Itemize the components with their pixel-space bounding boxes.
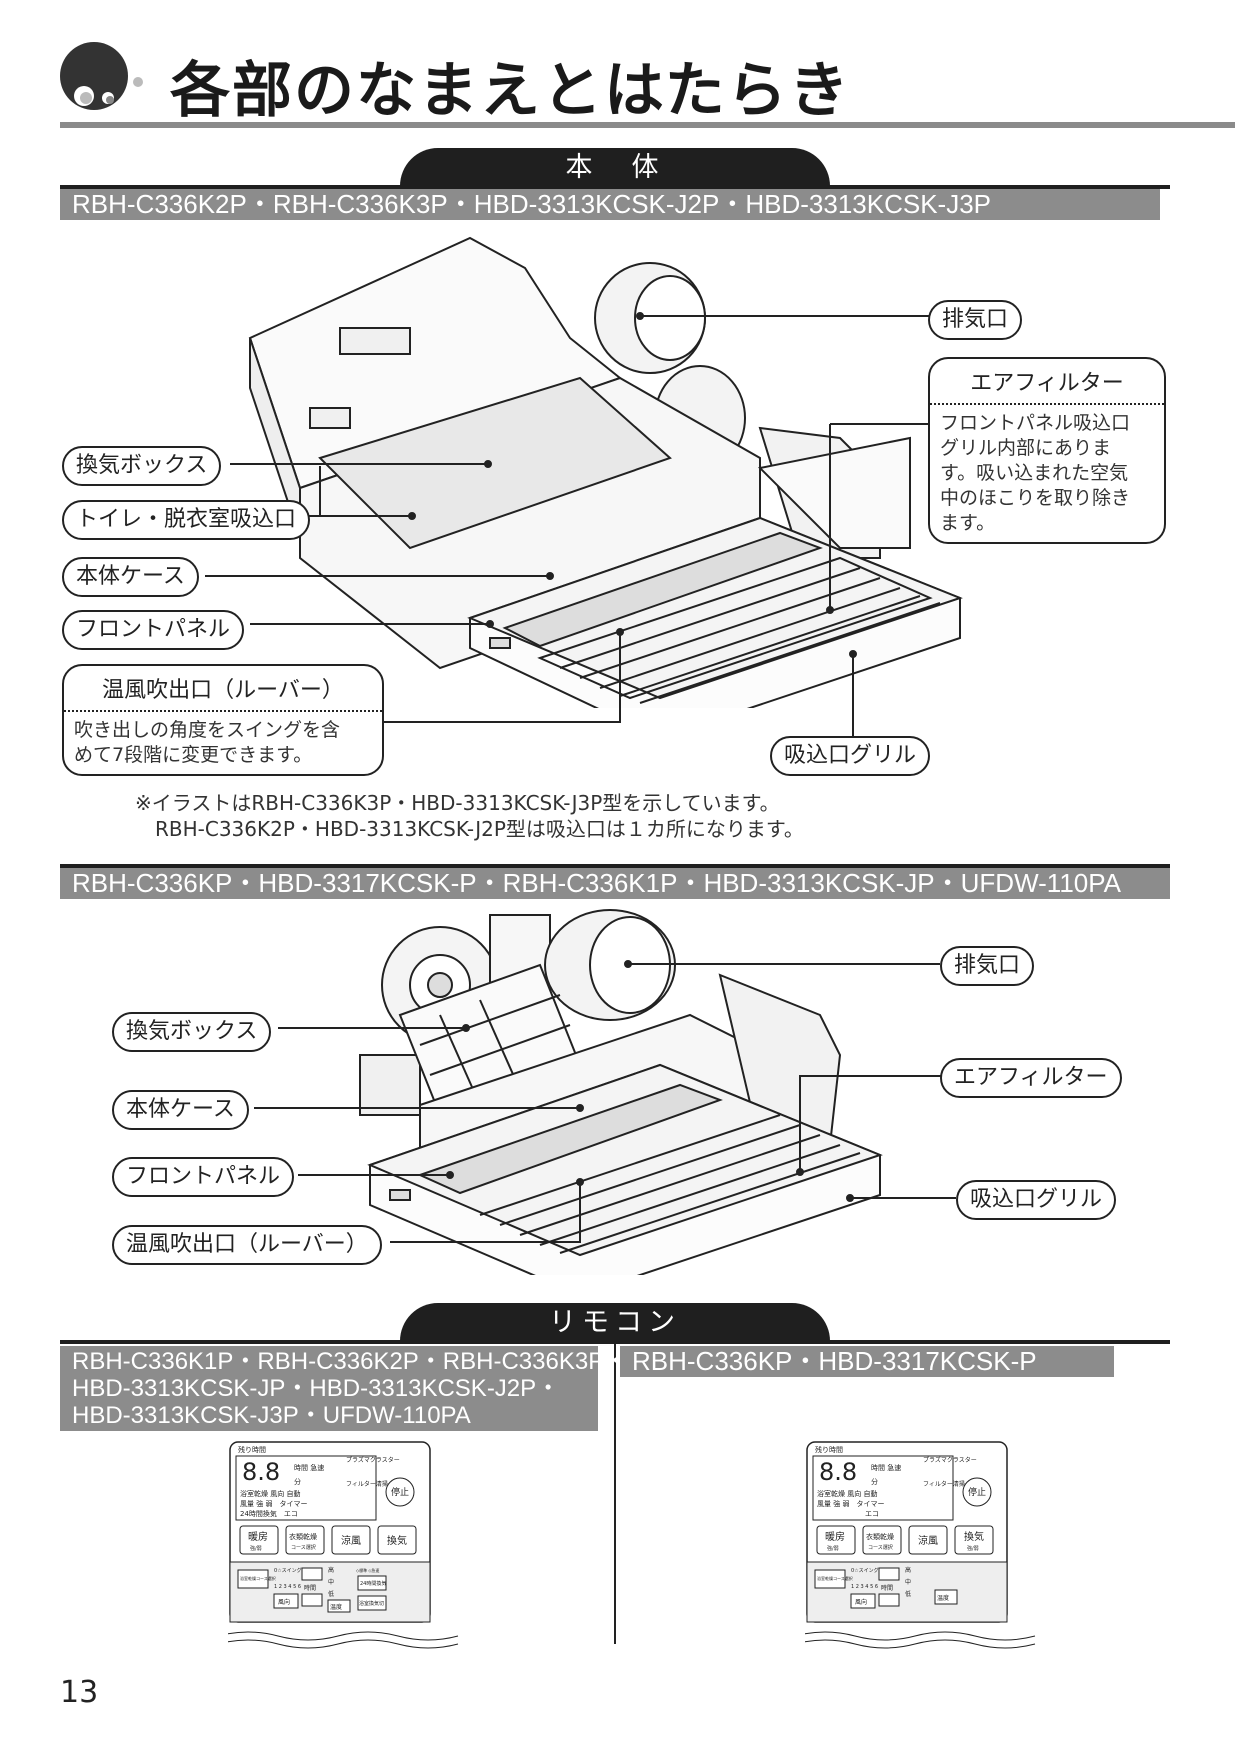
unit2-label-intake-grill: 吸込口グリル — [956, 1180, 1117, 1220]
remote-economy: 24時間換気 — [360, 1580, 386, 1587]
remote-left-models: RBH-C336K1P・RBH-C336K2P・RBH-C336K3P・ HBD… — [60, 1346, 629, 1431]
remote-level-low: 低 — [328, 1590, 334, 1598]
remote-bottom-b: 浴室換気切 — [359, 1600, 384, 1607]
remote-time-label: 時間 — [304, 1584, 316, 1592]
unit1-label-front-panel: フロントパネル — [62, 610, 245, 650]
page-number: 13 — [60, 1675, 99, 1710]
unit2-label-air-filter: エアフィルター — [940, 1058, 1122, 1098]
remote-vent-sub: 強/弱 — [967, 1545, 979, 1552]
remote-plasma-label: プラズマクラスター — [923, 1456, 977, 1464]
remote-row3: 浴室乾燥 風向 自動 — [817, 1489, 877, 1498]
section-rule-2 — [60, 864, 1170, 868]
unit1-label-case: 本体ケース — [62, 557, 199, 597]
model-bar-unit1: RBH-C336K2P・RBH-C336K3P・HBD-3313KCSK-J2P… — [60, 189, 1160, 220]
remote-dry-button: 衣類乾燥 — [866, 1532, 894, 1541]
remote-level-high: 高 — [905, 1566, 911, 1574]
remote-bottom-a: 温度 — [330, 1603, 342, 1611]
remote-stop-button: 停止 — [391, 1486, 409, 1498]
unit1-leader-lines — [205, 312, 930, 752]
remote-economy-top: ◇標準 ◇急速 — [356, 1567, 379, 1573]
remote-left-models-line: HBD-3313KCSK-JP・HBD-3313KCSK-J2P・ — [72, 1375, 561, 1402]
remote-filter-label: フィルター清掃 — [346, 1480, 388, 1488]
remote-wind-dir: 風向 — [278, 1598, 290, 1606]
remote-level-mid: 中 — [328, 1578, 334, 1586]
remote-filter-label: フィルター清掃 — [923, 1480, 965, 1488]
remote-digits: 8.8 — [819, 1458, 857, 1486]
section-tab-main-unit: 本 体 — [400, 148, 830, 186]
section-tab-remote: リモコン — [400, 1303, 830, 1341]
title-rule — [60, 122, 1235, 128]
remote-vent-button: 換気 — [387, 1534, 407, 1547]
remote-cool-button: 涼風 — [341, 1534, 361, 1547]
remote-dry-sub: コース選択 — [291, 1544, 316, 1551]
section-rule-3 — [60, 1340, 1170, 1344]
remote-right: 残り時間 8.8 時間 急速 分 浴室乾燥 風向 自動 風量 強 弱 タイマー … — [805, 1441, 1036, 1649]
remote-swing-nums: 1 2 3 4 5 6 — [851, 1584, 878, 1590]
unit2-label-louver: 温風吹出口（ルーバー） — [112, 1225, 382, 1265]
unit1-label-vent-box: 換気ボックス — [62, 446, 222, 486]
unit1-air-filter-title: エアフィルター — [930, 359, 1164, 405]
remote-right-models: RBH-C336KP・HBD-3317KCSK-P — [620, 1346, 1114, 1377]
remote-remaining-time-label: 残り時間 — [238, 1445, 266, 1454]
remote-row5: エコ — [865, 1510, 879, 1518]
unit2-leader-lines — [254, 960, 956, 1243]
remote-level-high: 高 — [328, 1566, 334, 1574]
model-bar-unit2: RBH-C336KP・HBD-3317KCSK-P・RBH-C336K1P・HB… — [60, 868, 1170, 899]
remote-row3: 浴室乾燥 風向 自動 — [240, 1489, 300, 1498]
unit1-illustration — [248, 236, 963, 708]
unit1-air-filter-desc: フロントパネル吸込口 グリル内部にありま す。吸い込まれた空気 中のほこりを取り… — [940, 412, 1131, 534]
remote-swing: 0☆スイング — [274, 1567, 302, 1574]
unit2-label-exhaust: 排気口 — [940, 946, 1035, 986]
remote-level-low: 低 — [905, 1590, 911, 1598]
remote-bottom-a: 温度 — [937, 1594, 949, 1602]
unit1-louver-box: 温風吹出口（ルーバー） 吹き出しの角度をスイングを含 めて7段階に変更できます。 — [62, 664, 384, 776]
remote-heat-sub: 強/弱 — [250, 1545, 262, 1552]
unit1-louver-title: 温風吹出口（ルーバー） — [64, 666, 382, 712]
unit2-illustration — [359, 909, 883, 1275]
remote-row4: 風量 強 弱 タイマー — [240, 1499, 307, 1508]
remote-heat-button: 暖房 — [825, 1530, 845, 1543]
remote-row1: 時間 急速 — [871, 1463, 901, 1472]
remote-lower-left: 浴室乾燥コース選択 — [817, 1575, 853, 1581]
remote-row4: 風量 強 弱 タイマー — [817, 1499, 884, 1508]
section-rule — [60, 185, 1170, 189]
remote-level-mid: 中 — [905, 1578, 911, 1586]
remote-dry-sub: コース選択 — [868, 1544, 893, 1551]
remote-cool-button: 涼風 — [918, 1534, 938, 1547]
remote-row5: 24時間換気 エコ — [240, 1509, 298, 1518]
unit2-label-front-panel: フロントパネル — [112, 1157, 295, 1197]
unit1-note: ※イラストはRBH-C336K3P・HBD-3313KCSK-J3P型を示してい… — [135, 791, 804, 841]
unit1-label-toilet-intake: トイレ・脱衣室吸込口 — [62, 500, 311, 540]
remote-heat-button: 暖房 — [248, 1530, 268, 1543]
unit1-louver-desc: 吹き出しの角度をスイングを含 めて7段階に変更できます。 — [74, 719, 341, 766]
remote-digits: 8.8 — [242, 1458, 280, 1486]
unit2-label-vent-box: 換気ボックス — [112, 1012, 272, 1052]
remote-row2: 分 — [871, 1477, 878, 1486]
remote-left-models-line: RBH-C336K1P・RBH-C336K2P・RBH-C336K3P・ — [72, 1348, 629, 1375]
remote-time-label: 時間 — [881, 1584, 893, 1592]
remote-plasma-label: プラズマクラスター — [346, 1456, 400, 1464]
remote-row2: 分 — [294, 1477, 301, 1486]
remote-divider — [614, 1344, 616, 1644]
remote-left: 残り時間 8.8 時間 急速 分 浴室乾燥 風向 自動 風量 強 弱 タイマー … — [228, 1441, 459, 1649]
unit1-label-intake-grill: 吸込口グリル — [770, 736, 931, 776]
remote-stop-button: 停止 — [968, 1486, 986, 1498]
remote-swing: 0☆スイング — [851, 1567, 879, 1574]
unit1-label-exhaust: 排気口 — [928, 300, 1023, 340]
title-bullet-icon — [60, 42, 143, 110]
remote-swing-nums: 1 2 3 4 5 6 — [274, 1584, 301, 1590]
page-title: 各部のなまえとはたらき — [170, 56, 851, 126]
remote-row1: 時間 急速 — [294, 1463, 324, 1472]
remote-remaining-time-label: 残り時間 — [815, 1445, 843, 1454]
remote-vent-button: 換気 — [964, 1530, 984, 1543]
remote-wind-dir: 風向 — [855, 1598, 867, 1606]
unit2-label-case: 本体ケース — [112, 1090, 249, 1130]
remote-left-models-line: HBD-3313KCSK-J3P・UFDW-110PA — [72, 1402, 471, 1429]
remote-lower-left: 浴室乾燥コース選択 — [240, 1575, 276, 1581]
remote-heat-sub: 強/弱 — [827, 1545, 839, 1552]
remote-dry-button: 衣類乾燥 — [289, 1532, 317, 1541]
unit1-air-filter-box: エアフィルター フロントパネル吸込口 グリル内部にありま す。吸い込まれた空気 … — [928, 357, 1166, 544]
